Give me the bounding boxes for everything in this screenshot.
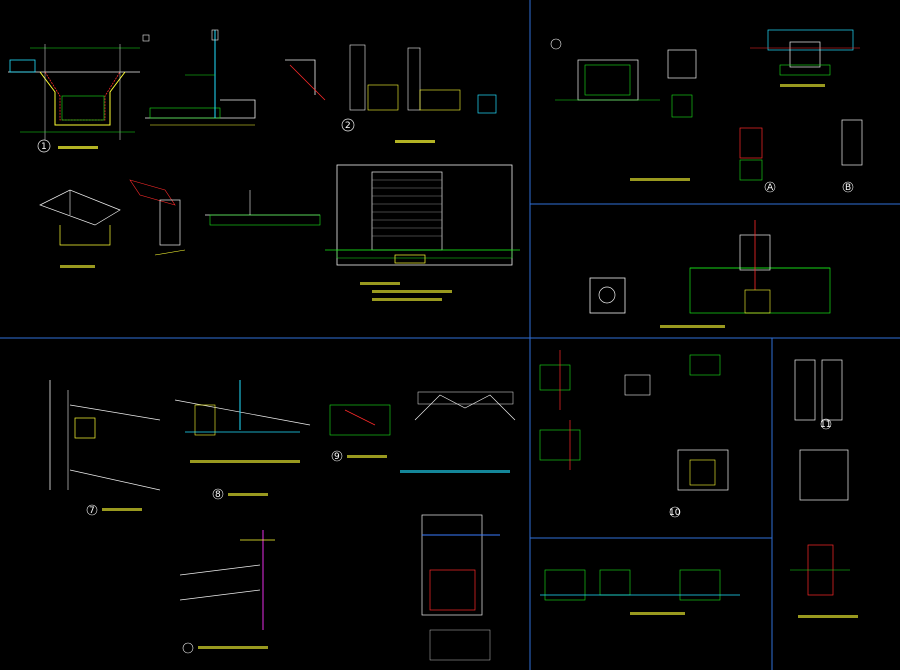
- detail-drain-section: A B: [739, 29, 863, 193]
- detail-gutter-section-7: 7: [49, 380, 161, 516]
- detail-bracket-sections: 2: [285, 44, 497, 143]
- detail-number-8: 8: [215, 490, 221, 500]
- detail-isometric-sketches: [39, 179, 321, 268]
- detail-number-10: 10: [669, 508, 681, 518]
- detail-number-9: 9: [334, 452, 340, 462]
- detail-gutter-bottom: [540, 569, 740, 615]
- detail-flashing-group: 10: [539, 350, 729, 518]
- detail-column-base-plate: [589, 220, 831, 328]
- detail-eave-lower: [179, 530, 275, 654]
- detail-number-B: B: [845, 183, 851, 193]
- detail-number-7: 7: [89, 506, 95, 516]
- detail-trench-plan: [550, 38, 697, 181]
- detail-roller-door-elevation: [325, 164, 520, 301]
- detail-number-A: A: [767, 183, 774, 193]
- detail-parapet-8: 8: [174, 380, 311, 500]
- detail-wall-step: [145, 29, 256, 126]
- detail-wall-section-right: [421, 514, 500, 661]
- detail-number-11: 11: [820, 420, 831, 430]
- detail-ridge-9: 9: [329, 391, 516, 473]
- detail-pit-section: 1: [8, 34, 150, 153]
- detail-number-2: 2: [345, 121, 351, 131]
- detail-number-1: 1: [41, 142, 47, 152]
- detail-column-splice: 11: [790, 359, 858, 618]
